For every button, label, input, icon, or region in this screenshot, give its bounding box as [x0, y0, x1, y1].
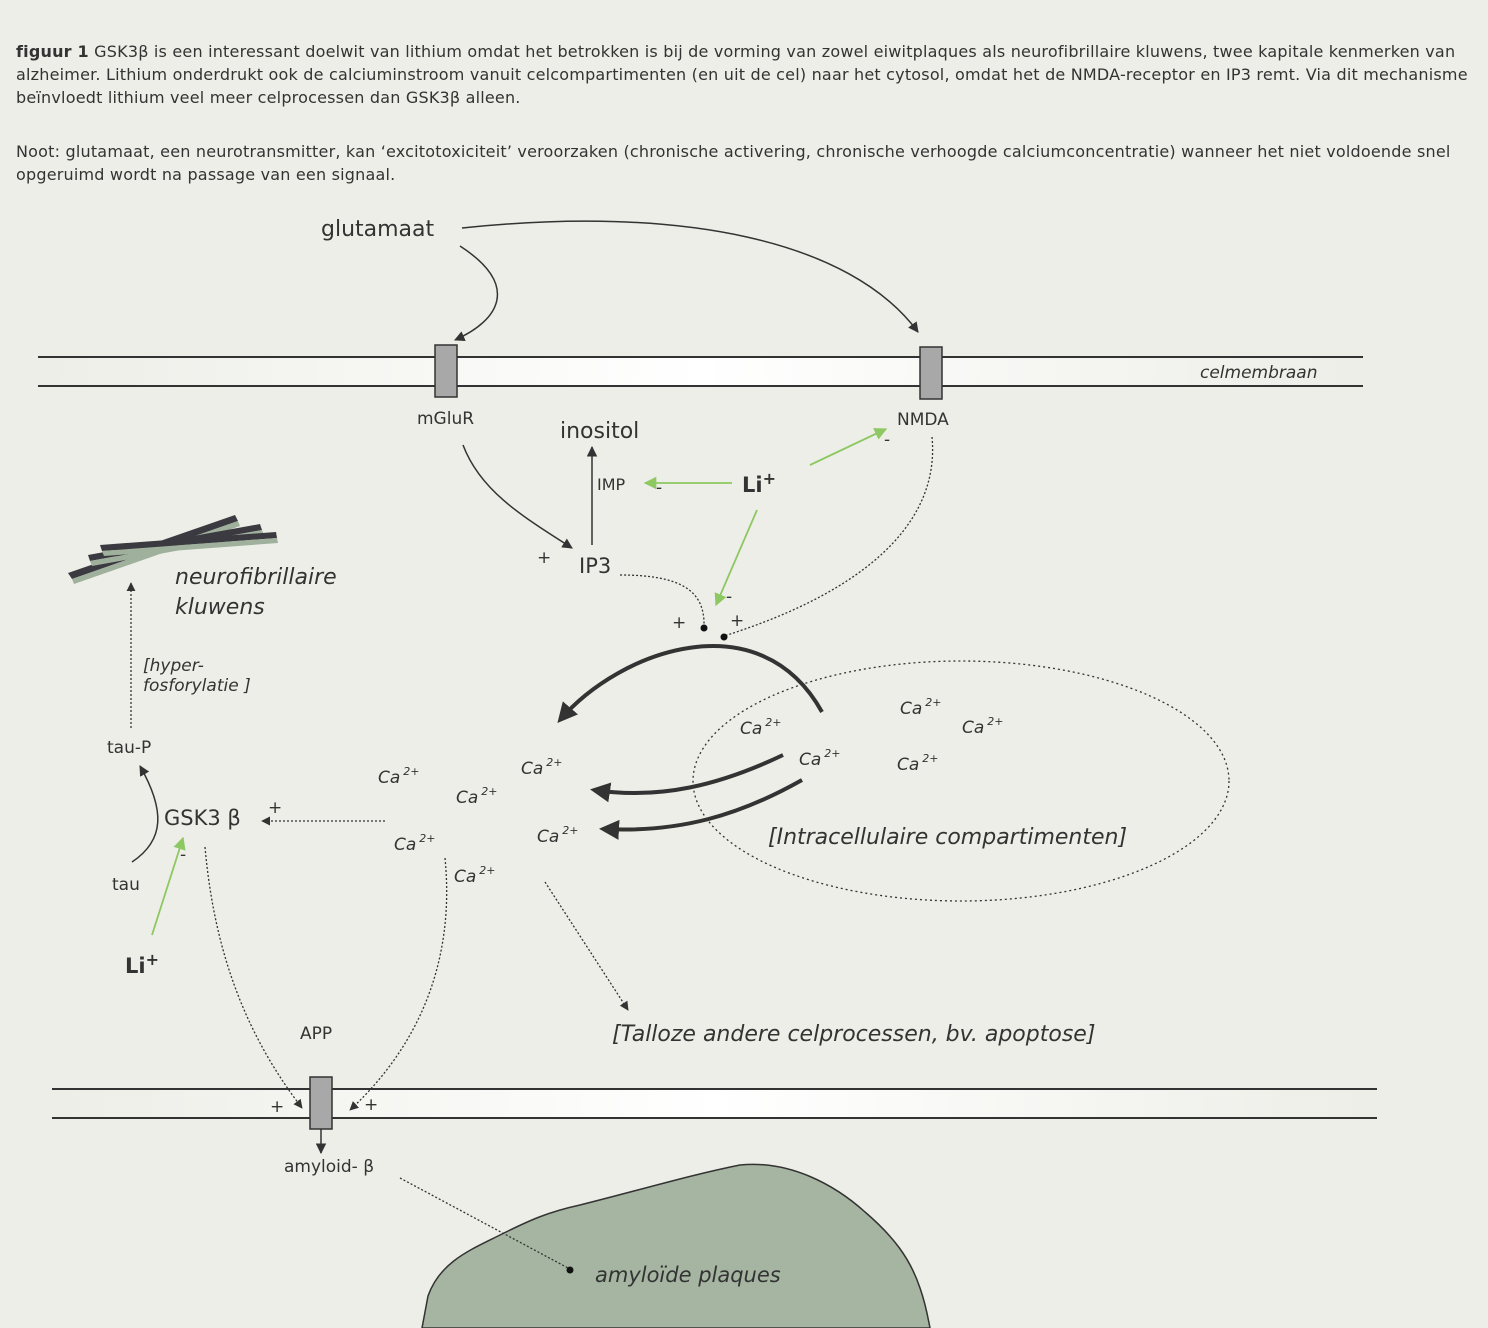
neurofibrillaire-kluwens-icon [68, 515, 278, 584]
ip3-dot-plus: + [672, 613, 686, 633]
celmembraan-label: celmembraan [1200, 363, 1318, 383]
bottom-membrane [52, 1088, 1377, 1119]
ip3-dot-end [700, 624, 708, 632]
calcium-release-arrow-3 [599, 778, 803, 840]
app-left-plus: + [270, 1097, 284, 1117]
gsk3-label: GSK3 β [164, 806, 241, 830]
gsk3-minus-sign: - [180, 845, 186, 865]
lithium-top-label: Li+ [742, 469, 776, 497]
imp-minus-sign: - [656, 478, 662, 498]
caption-label: figuur 1 [16, 42, 89, 61]
tau-label: tau [112, 875, 140, 895]
gsk3-to-app-dotted-arrow [204, 846, 303, 1109]
lithium-to-nmda-inhibition [809, 428, 888, 466]
calcium-minus-sign: - [726, 587, 732, 607]
amyloid-plaque-shape [421, 1163, 931, 1328]
gsk3-plus-sign: + [268, 798, 282, 818]
imp-label: IMP [597, 475, 626, 494]
calcium-to-apoptosis-dotted-arrow [544, 881, 629, 1011]
app-label: APP [300, 1024, 332, 1044]
hyper-label-line1: [hyper- [143, 656, 204, 676]
nmda-dot-end [720, 633, 728, 641]
figure-caption: figuur 1 GSK3β is een interessant doelwi… [16, 40, 1472, 109]
intracellular-compartments-ellipse [692, 660, 1230, 902]
glutamaat-label: glutamaat [321, 217, 435, 242]
tau-to-tau-p-arrow [131, 765, 159, 863]
calcium-release-arrow-1 [557, 644, 824, 724]
nmda-to-calcium-dotted [723, 436, 934, 637]
mglur-to-ip3-arrow [462, 444, 573, 549]
hyper-label-line2: fosforylatie ] [143, 676, 251, 696]
plaque-dot [566, 1266, 574, 1274]
ip3-label: IP3 [579, 554, 611, 578]
app-right-plus: + [364, 1095, 378, 1115]
lithium-bottom-label: Li+ [125, 950, 159, 978]
calcium-to-app-dotted-arrow [349, 857, 448, 1111]
nmda-receptor [919, 346, 943, 400]
glutamaat-to-mglur-arrow [454, 245, 499, 341]
mglur-label: mGluR [417, 409, 474, 429]
inositol-label: inositol [560, 419, 639, 444]
caption-text: GSK3β is een interessant doelwit van lit… [16, 42, 1468, 107]
glutamaat-to-nmda-arrow [461, 220, 919, 333]
figure-note: Noot: glutamaat, een neurotransmitter, k… [16, 142, 1451, 184]
neurofibrillaire-label-line1: neurofibrillaire [175, 565, 337, 590]
nmda-dot-plus: + [730, 611, 744, 631]
tau-p-label: tau-P [107, 738, 151, 758]
app-receptor [309, 1076, 333, 1130]
lithium-to-calcium-inhibition [714, 509, 758, 607]
amyloide-plaques-label: amyloïde plaques [595, 1263, 781, 1287]
talloze-label: [Talloze andere celprocessen, bv. apopto… [612, 1022, 1095, 1047]
compartimenten-label: [Intracellulaire compartimenten] [768, 825, 1127, 850]
neurofibrillaire-label-line2: kluwens [175, 595, 265, 620]
ip3-plus-sign: + [537, 548, 551, 568]
lithium-to-gsk3-inhibition [151, 836, 186, 936]
nmda-label: NMDA [897, 410, 949, 430]
top-membrane [38, 356, 1363, 387]
mglur-receptor [434, 344, 458, 398]
ip3-to-calcium-dotted [619, 574, 705, 627]
nmda-minus-sign: - [884, 430, 890, 450]
amyloid-beta-label: amyloid- β [284, 1157, 374, 1177]
calcium-release-arrow-2 [590, 753, 784, 803]
